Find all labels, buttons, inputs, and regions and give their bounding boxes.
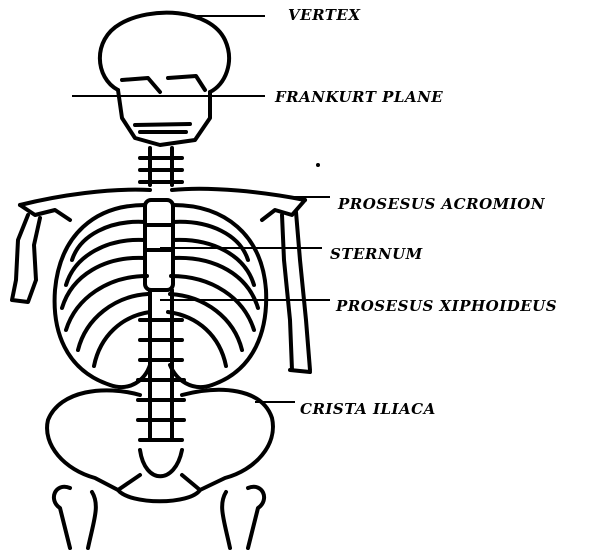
label-vertex: VERTEX — [288, 6, 361, 24]
sacrum — [140, 450, 182, 476]
pubis — [118, 490, 200, 501]
cervical-spine — [140, 148, 182, 185]
left-femur — [54, 487, 96, 548]
speck — [316, 163, 320, 167]
ribs-left — [62, 222, 150, 366]
left-arm — [12, 215, 40, 302]
label-sternum: STERNUM — [330, 245, 423, 263]
ribs-right — [168, 222, 258, 366]
right-arm — [282, 212, 310, 372]
face — [118, 90, 210, 145]
label-frankfurt-plane: FRANKURT PLANE — [275, 88, 443, 106]
right-femur — [222, 487, 264, 548]
label-crista-iliaca: CRISTA ILIACA — [300, 400, 436, 418]
clavicles — [20, 189, 305, 205]
skull — [100, 13, 229, 92]
jaw-teeth — [135, 124, 190, 132]
label-acromion: PROSESUS ACROMION — [338, 195, 545, 213]
sternum-body — [145, 200, 173, 290]
label-xiphoideus: PROSESUS XIPHOIDEUS — [336, 297, 557, 315]
pelvis-left — [47, 390, 140, 490]
sternum-lines — [145, 225, 173, 250]
eye-sockets — [122, 76, 205, 92]
vertebrae — [138, 320, 184, 440]
pelvis-right — [182, 390, 273, 490]
